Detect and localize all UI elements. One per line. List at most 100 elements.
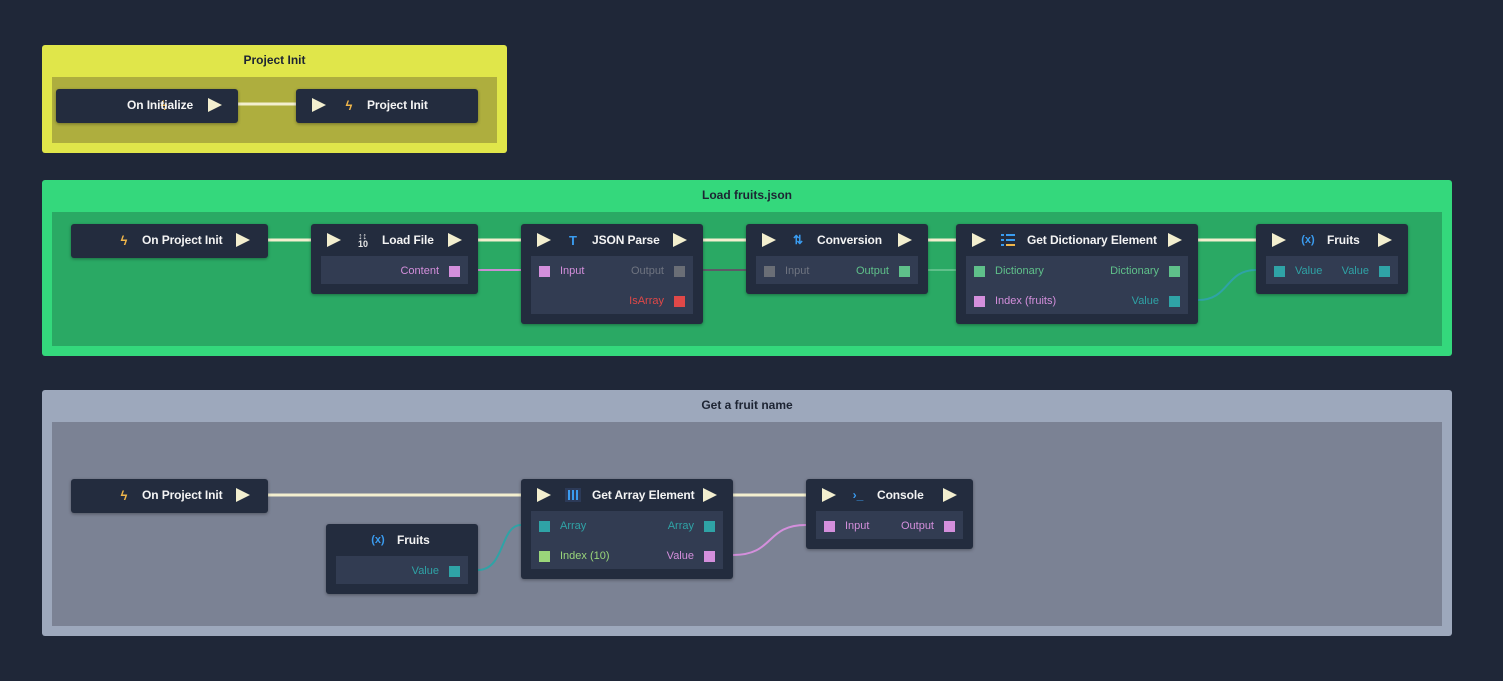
node-project-init[interactable]: ϟ Project Init [296, 89, 478, 123]
node-title: Console [877, 488, 924, 502]
node-title: Project Init [367, 98, 428, 112]
bolt-icon: ϟ [345, 97, 353, 113]
exec-in-pin[interactable] [537, 233, 551, 247]
port-label: Array [667, 520, 694, 532]
node-fruits-get[interactable]: (x) Fruits Value [326, 524, 478, 594]
conversion-icon: ⇅ [792, 233, 804, 247]
node-conversion[interactable]: ⇅ Conversion Input Output [746, 224, 928, 294]
output-pin[interactable] [704, 551, 715, 562]
input-pin[interactable] [974, 266, 985, 277]
port-row: Input Output [756, 256, 918, 286]
output-pin[interactable] [1169, 296, 1180, 307]
port-label: IsArray [629, 295, 664, 307]
variable-icon: (x) [371, 534, 385, 546]
input-pin[interactable] [764, 266, 775, 277]
port-row: Array Array [531, 511, 723, 541]
exec-out-pin[interactable] [898, 233, 912, 247]
output-pin[interactable] [674, 266, 685, 277]
port-label: Array [560, 520, 587, 532]
group-body [52, 422, 1442, 626]
input-pin[interactable] [539, 551, 550, 562]
exec-in-pin[interactable] [537, 488, 551, 502]
output-pin[interactable] [899, 266, 910, 277]
exec-out-pin[interactable] [943, 488, 957, 502]
port-row: Value [336, 556, 468, 586]
exec-in-pin[interactable] [327, 233, 341, 247]
port-row: IsArray [531, 286, 693, 316]
output-pin[interactable] [704, 521, 715, 532]
output-pin[interactable] [449, 566, 460, 577]
port-area: Value [336, 556, 468, 584]
port-label: Content [400, 265, 439, 277]
node-title: On Initialize [127, 98, 194, 112]
port-area: Input Output IsArray [531, 256, 693, 314]
node-json-parse[interactable]: T JSON Parse Input Output IsArray [521, 224, 703, 324]
exec-out-pin[interactable] [703, 488, 717, 502]
node-title: Fruits [1327, 233, 1360, 247]
input-pin[interactable] [1274, 266, 1285, 277]
output-pin[interactable] [944, 521, 955, 532]
dictionary-icon [1000, 232, 1016, 248]
input-pin[interactable] [539, 266, 550, 277]
exec-out-pin[interactable] [208, 98, 222, 112]
port-label: Value [411, 565, 439, 577]
text-icon: T [569, 232, 577, 248]
port-content: Content [321, 256, 468, 286]
node-title: JSON Parse [592, 233, 660, 247]
output-pin[interactable] [449, 266, 460, 277]
exec-in-pin[interactable] [822, 488, 836, 502]
port-label: Value [1131, 295, 1159, 307]
node-title: On Project Init [142, 233, 223, 247]
load-file-icon: ↕↕10 [357, 231, 368, 249]
node-fruits-set[interactable]: (x) Fruits Value Value [1256, 224, 1408, 294]
node-on-project-init[interactable]: ϟ On Project Init [71, 224, 268, 258]
port-label: Value [1295, 265, 1323, 277]
port-row: Index (fruits) Value [966, 286, 1188, 316]
exec-in-pin[interactable] [312, 98, 326, 112]
exec-out-pin[interactable] [236, 488, 250, 502]
node-get-dictionary-element[interactable]: Get Dictionary Element Dictionary Dictio… [956, 224, 1198, 324]
output-pin[interactable] [674, 296, 685, 307]
node-load-file[interactable]: ↕↕10 Load File Content [311, 224, 478, 294]
port-label: Value [666, 550, 694, 562]
input-pin[interactable] [824, 521, 835, 532]
input-pin[interactable] [539, 521, 550, 532]
port-label: Output [630, 265, 664, 277]
port-label: Index (fruits) [995, 295, 1057, 307]
node-title: Conversion [817, 233, 883, 247]
group-get-fruit[interactable]: Get a fruit name [42, 390, 1452, 636]
exec-out-pin[interactable] [236, 233, 250, 247]
node-on-project-init[interactable]: ϟ On Project Init [71, 479, 268, 513]
port-label: Input [785, 265, 810, 277]
port-label: Input [845, 520, 870, 532]
exec-out-pin[interactable] [1168, 233, 1182, 247]
port-row: Input Output [816, 511, 963, 541]
port-area: Array Array Index (10) Value [531, 511, 723, 569]
node-console[interactable]: ›_ Console Input Output [806, 479, 973, 549]
port-label: Index (10) [560, 550, 610, 562]
output-pin[interactable] [1379, 266, 1390, 277]
input-pin[interactable] [974, 296, 985, 307]
node-on-initialize[interactable]: ϟ On Initialize [56, 89, 238, 123]
exec-in-pin[interactable] [762, 233, 776, 247]
exec-in-pin[interactable] [972, 233, 986, 247]
array-icon [565, 487, 581, 503]
port-area: Content [321, 256, 468, 284]
exec-out-pin[interactable] [448, 233, 462, 247]
exec-in-pin[interactable] [1272, 233, 1286, 247]
group-title: Get a fruit name [701, 398, 793, 412]
port-row: Dictionary Dictionary [966, 256, 1188, 286]
node-get-array-element[interactable]: Get Array Element Array Array Index (10)… [521, 479, 733, 579]
port-label: Dictionary [1110, 265, 1159, 277]
node-title: Fruits [397, 533, 430, 547]
bolt-icon: ϟ [120, 487, 128, 503]
bolt-icon: ϟ [160, 97, 168, 113]
output-pin[interactable] [1169, 266, 1180, 277]
node-title: Get Array Element [592, 488, 695, 502]
exec-out-pin[interactable] [1378, 233, 1392, 247]
exec-out-pin[interactable] [673, 233, 687, 247]
group-title: Load fruits.json [702, 188, 792, 202]
port-area: Dictionary Dictionary Index (fruits) Val… [966, 256, 1188, 314]
group-title: Project Init [243, 53, 306, 67]
node-title: On Project Init [142, 488, 223, 502]
